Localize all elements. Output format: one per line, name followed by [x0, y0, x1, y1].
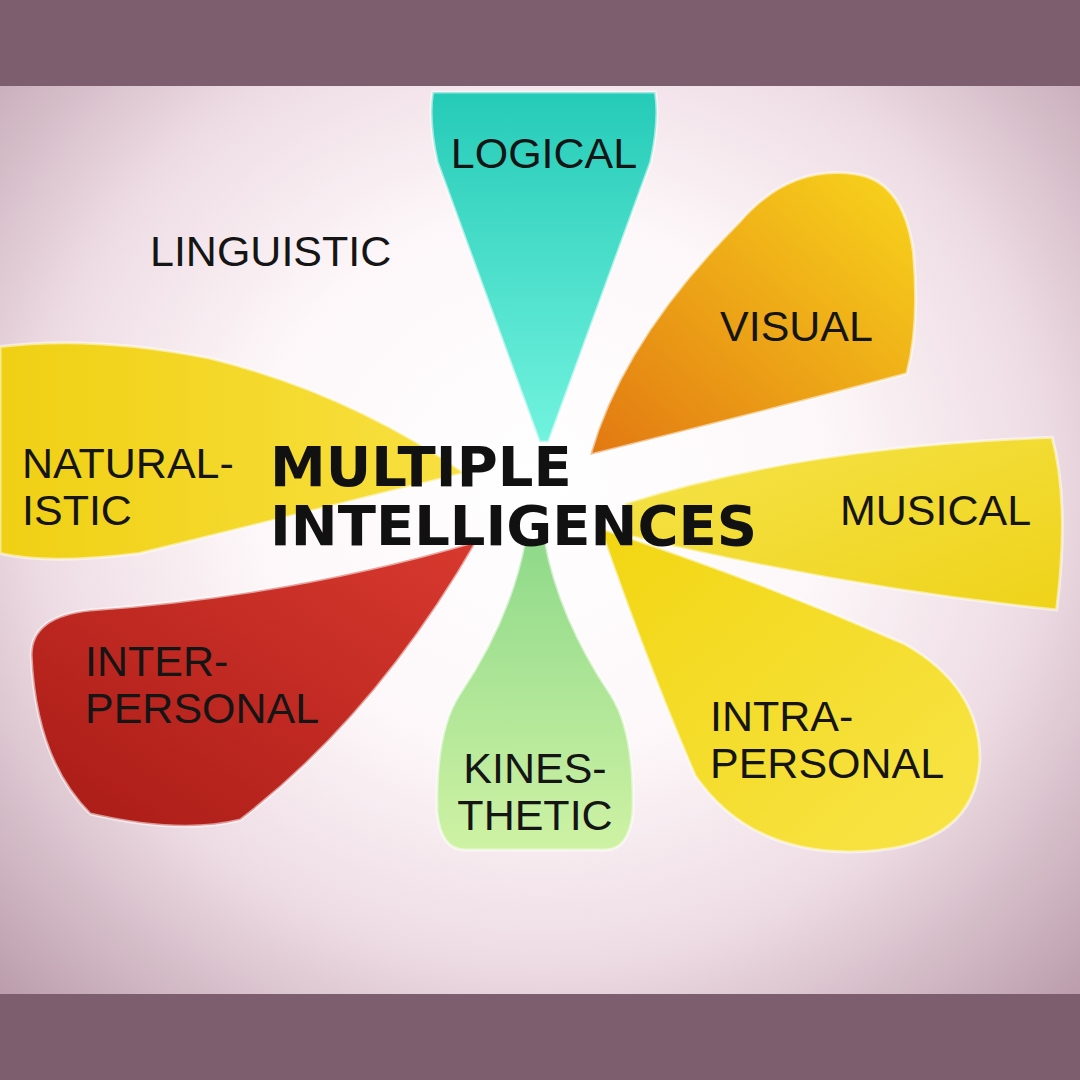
petal-outline	[437, 540, 633, 850]
intelligence-name: NATURAL- ISTIC	[22, 440, 234, 535]
intelligence-label: LINGUISTIC	[150, 228, 391, 275]
intelligence-petal: INTER- PERSONAL	[22, 535, 477, 835]
intelligence-name: INTRA- PERSONAL	[710, 693, 944, 788]
intelligence-name: MUSICAL	[840, 487, 1031, 534]
intelligence-name: VISUAL	[720, 303, 873, 350]
intelligence-name: KINES- THETIC	[457, 745, 612, 840]
diagram-title: MULTIPLE INTELLIGENCES	[270, 438, 757, 556]
intelligence-name: LOGICAL	[451, 130, 637, 177]
intelligence-petal: VISUAL	[590, 165, 920, 455]
petal-outline	[31, 541, 477, 826]
intelligence-petal: INTRA- PERSONAL	[600, 528, 980, 858]
petal-outline	[600, 528, 980, 852]
label-holder: LINGUISTIC	[150, 228, 391, 275]
title-holder: MULTIPLE INTELLIGENCES	[270, 438, 757, 556]
petal-outline	[590, 173, 916, 455]
intelligence-name: INTER- PERSONAL	[85, 638, 319, 733]
intelligence-petal: KINES- THETIC	[435, 540, 635, 850]
